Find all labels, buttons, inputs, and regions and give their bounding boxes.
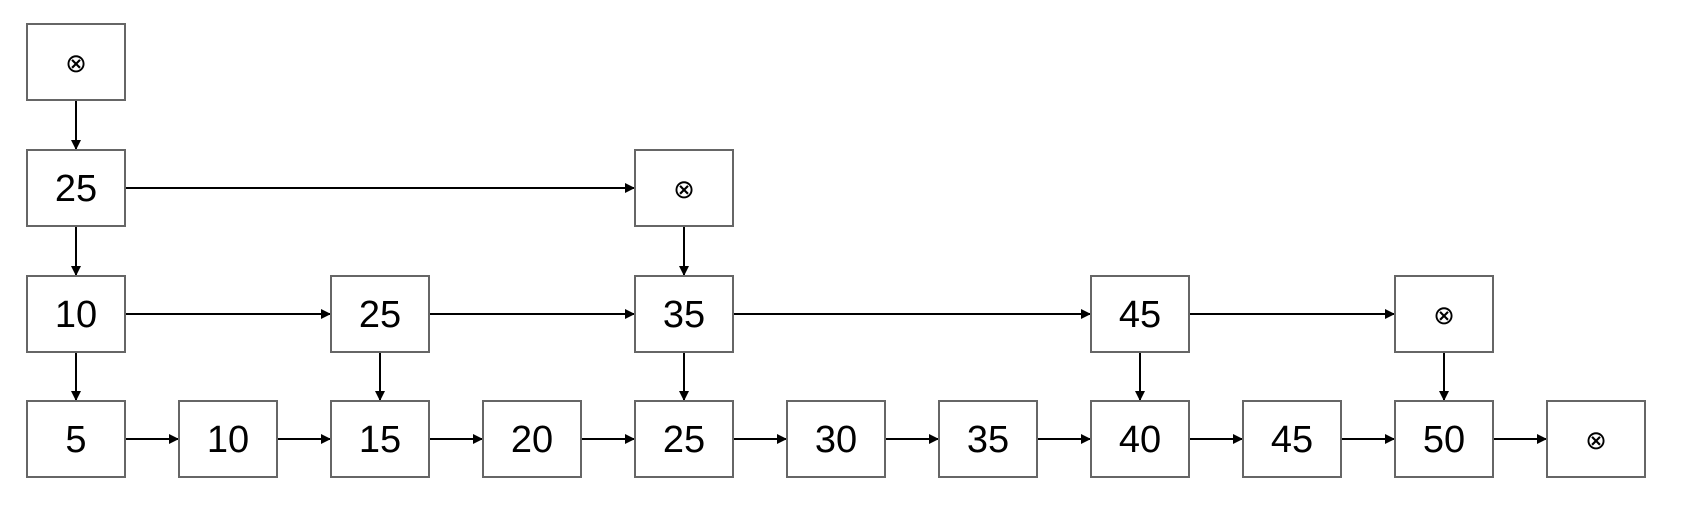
node-level-3-2: 15 [330,400,430,478]
node-box [938,400,1038,478]
node-value: 45 [1119,294,1161,336]
node-value: 10 [207,419,249,461]
node-box [1394,400,1494,478]
nodes-layer: ⊗ 25 ⊗ 10 25 35 45 ⊗ 5 10 15 20 25 30 35 40 45 50 ⊗ [26,23,1646,478]
node-value: 30 [815,419,857,461]
node-level-3-10: ⊗ [1546,400,1646,478]
node-box [1242,400,1342,478]
node-box [330,400,430,478]
node-value: 25 [55,168,97,210]
node-box [786,400,886,478]
node-value: ⊗ [65,48,87,78]
node-box [26,149,126,227]
node-value: ⊗ [1433,300,1455,330]
node-level-3-5: 30 [786,400,886,478]
node-box [26,23,126,101]
node-value: 35 [967,419,1009,461]
node-box [26,275,126,353]
node-value: 50 [1423,419,1465,461]
node-value: 25 [359,294,401,336]
node-value: 25 [663,419,705,461]
node-value: 15 [359,419,401,461]
node-level-2-0: 10 [26,275,126,353]
node-level-3-7: 40 [1090,400,1190,478]
node-value: 20 [511,419,553,461]
node-box [1090,400,1190,478]
node-level-3-3: 20 [482,400,582,478]
edges-layer [71,100,1547,444]
node-box [634,275,734,353]
node-level-1-0: 25 [26,149,126,227]
node-box [1546,400,1646,478]
node-box [1394,275,1494,353]
node-level-0-0: ⊗ [26,23,126,101]
node-level-3-9: 50 [1394,400,1494,478]
node-level-3-0: 5 [26,400,126,478]
node-level-3-6: 35 [938,400,1038,478]
node-level-3-8: 45 [1242,400,1342,478]
node-level-1-1: ⊗ [634,149,734,227]
node-level-2-1: 25 [330,275,430,353]
node-value: 45 [1271,419,1313,461]
node-level-2-3: 45 [1090,275,1190,353]
node-level-2-4: ⊗ [1394,275,1494,353]
node-box [26,400,126,478]
node-value: 5 [65,419,86,461]
node-box [634,400,734,478]
node-level-3-4: 25 [634,400,734,478]
node-box [330,275,430,353]
node-level-3-1: 10 [178,400,278,478]
node-value: 10 [55,294,97,336]
node-value: 40 [1119,419,1161,461]
node-box [482,400,582,478]
node-box [178,400,278,478]
node-value: ⊗ [1585,425,1607,455]
node-box [634,149,734,227]
node-value: ⊗ [673,174,695,204]
node-value: 35 [663,294,705,336]
node-box [1090,275,1190,353]
node-level-2-2: 35 [634,275,734,353]
